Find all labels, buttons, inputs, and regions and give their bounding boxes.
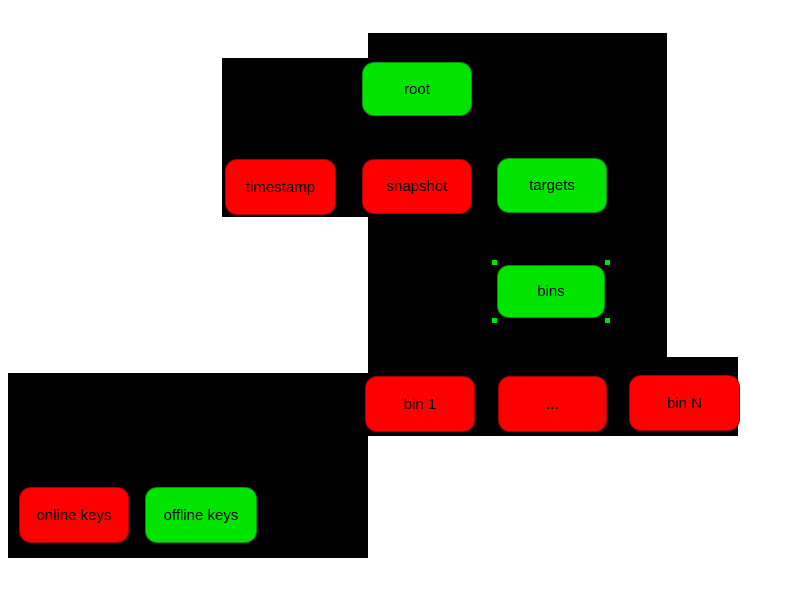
selection-handle[interactable]	[605, 260, 610, 265]
node-bins[interactable]: bins	[497, 265, 605, 318]
node-offline-keys[interactable]: offline keys	[145, 487, 257, 543]
node-bin-ellipsis[interactable]: ...	[498, 376, 607, 432]
node-label-snapshot: snapshot	[386, 178, 448, 195]
node-label-timestamp: timestamp	[245, 178, 316, 196]
node-root[interactable]: root	[362, 62, 472, 116]
node-label-online-keys: online keys	[36, 506, 112, 524]
node-bin-1[interactable]: bin 1	[365, 376, 475, 432]
node-bin-n[interactable]: bin N	[629, 375, 740, 431]
node-targets[interactable]: targets	[497, 158, 607, 213]
selection-handle[interactable]	[605, 318, 610, 323]
node-label-targets: targets	[529, 177, 575, 194]
node-label-bins: bins	[537, 283, 565, 300]
node-snapshot[interactable]: snapshot	[362, 159, 472, 214]
node-label-offline-keys: offline keys	[163, 506, 239, 524]
node-label-bin-1: bin 1	[403, 395, 437, 413]
selection-handle[interactable]	[492, 260, 497, 265]
node-timestamp[interactable]: timestamp	[225, 159, 336, 215]
selection-handle[interactable]	[492, 318, 497, 323]
node-label-root: root	[404, 80, 430, 98]
node-label-bin-n: bin N	[666, 394, 703, 412]
node-label-bin-ellipsis: ...	[546, 395, 559, 413]
node-online-keys[interactable]: online keys	[19, 487, 129, 543]
